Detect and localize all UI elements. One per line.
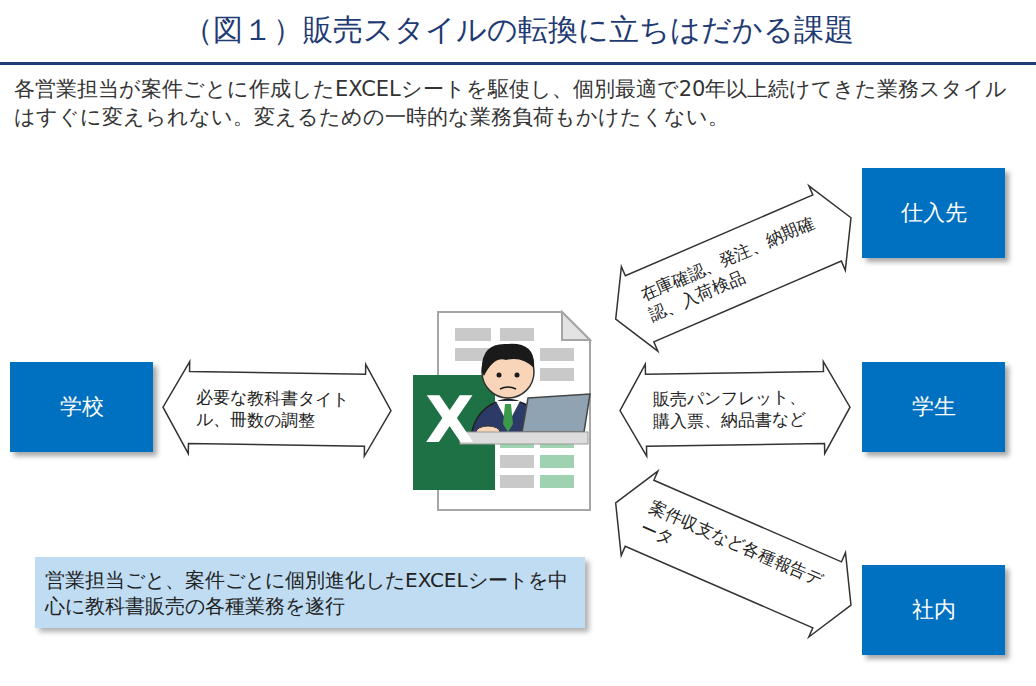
title-rule <box>0 62 1036 65</box>
node-text: 社内 <box>912 595 956 625</box>
double-block-arrow <box>616 186 851 351</box>
double-block-arrow <box>620 362 850 457</box>
excel-icon: X <box>413 310 590 512</box>
diagram-title: （図１）販売スタイルの転換に立ちはだかる課題 <box>0 10 1036 50</box>
arrow-label: 在庫確認、発注、納期確認、入荷検品 <box>637 211 829 327</box>
school-box: 学校 <box>10 362 153 452</box>
node-text: 学校 <box>60 392 104 422</box>
arrow-label: 案件収支など各種報告データ <box>637 496 829 612</box>
supplier-box: 仕入先 <box>862 168 1005 258</box>
double-block-arrow <box>163 362 391 457</box>
student-box: 学生 <box>862 362 1005 452</box>
node-text: X <box>425 388 474 452</box>
arrow-label: 必要な教科書タイトル、冊数の調整 <box>196 386 359 433</box>
node-text: 営業担当ごと、案件ごとに個別進化したEXCELシートを中心に教科書販売の各種業務… <box>45 567 575 619</box>
company-box: 社内 <box>862 565 1005 655</box>
arrow-label: 販売パンフレット、購入票、納品書など <box>653 386 818 433</box>
node-text: 仕入先 <box>901 198 967 228</box>
intro-note: 各営業担当が案件ごとに作成したEXCELシートを駆使し、個別最適で20年以上続け… <box>14 76 1026 131</box>
node-text: 学生 <box>912 392 956 422</box>
double-block-arrow <box>616 471 851 637</box>
note-box: 営業担当ごと、案件ごとに個別進化したEXCELシートを中心に教科書販売の各種業務… <box>35 557 585 628</box>
